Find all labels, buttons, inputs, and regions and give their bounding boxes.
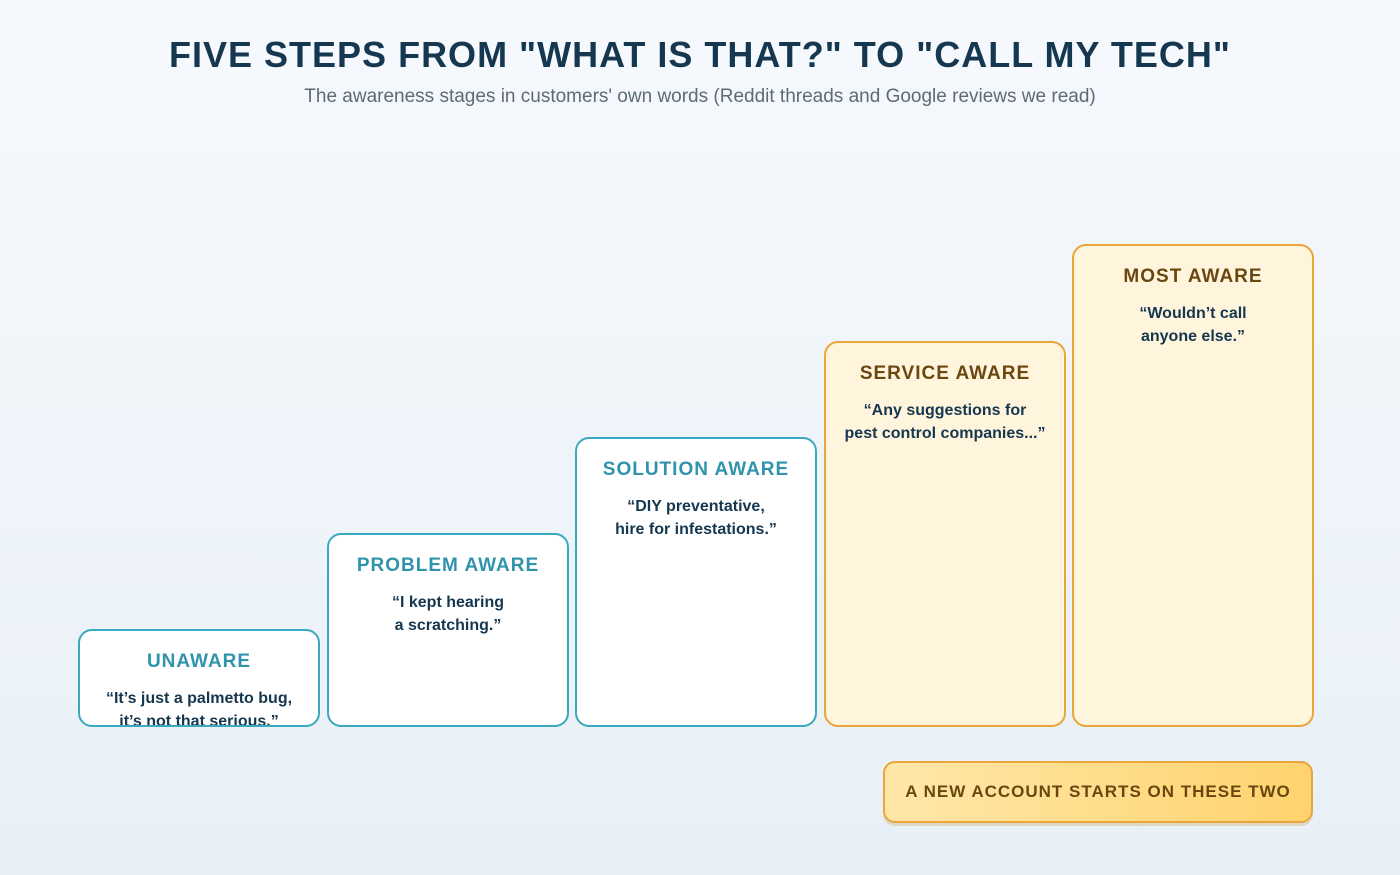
step-most-aware: MOST AWARE “Wouldn’t call anyone else.” [1072, 244, 1314, 727]
step-solution-aware: SOLUTION AWARE “DIY preventative, hire f… [575, 437, 817, 727]
step-problem-aware: PROBLEM AWARE “I kept hearing a scratchi… [327, 533, 569, 727]
quote-line: anyone else.” [1140, 328, 1246, 345]
page-title: FIVE STEPS FROM "WHAT IS THAT?" TO "CALL… [169, 34, 1231, 75]
step-quote: “It’s just a palmetto bug, it’s not that… [90, 687, 308, 727]
quote-line: a scratching.” [394, 617, 502, 634]
quote-line: “It’s just a palmetto bug, [105, 690, 293, 707]
step-quote: “Any suggestions for pest control compan… [836, 399, 1054, 445]
step-quote: “I kept hearing a scratching.” [339, 591, 557, 637]
step-quote: “Wouldn’t call anyone else.” [1084, 302, 1302, 348]
step-label: SERVICE AWARE [859, 363, 1031, 384]
quote-line: “Wouldn’t call [1139, 305, 1247, 322]
step-label: MOST AWARE [1123, 266, 1263, 287]
quote-line: it’s not that serious.” [119, 713, 279, 727]
step-unaware: UNAWARE “It’s just a palmetto bug, it’s … [78, 629, 320, 727]
page-subtitle: The awareness stages in customers' own w… [304, 86, 1096, 107]
new-account-callout: A NEW ACCOUNT STARTS ON THESE TWO [883, 761, 1313, 823]
step-quote: “DIY preventative, hire for infestations… [587, 495, 805, 541]
step-label: UNAWARE [146, 651, 252, 672]
step-service-aware: SERVICE AWARE “Any suggestions for pest … [824, 341, 1066, 727]
quote-line: hire for infestations.” [615, 521, 777, 538]
quote-line: “DIY preventative, [627, 498, 765, 515]
quote-line: “I kept hearing [391, 594, 505, 611]
step-label: PROBLEM AWARE [356, 555, 540, 576]
quote-line: “Any suggestions for [863, 402, 1027, 419]
quote-line: pest control companies...” [844, 425, 1046, 442]
step-label: SOLUTION AWARE [602, 459, 790, 480]
